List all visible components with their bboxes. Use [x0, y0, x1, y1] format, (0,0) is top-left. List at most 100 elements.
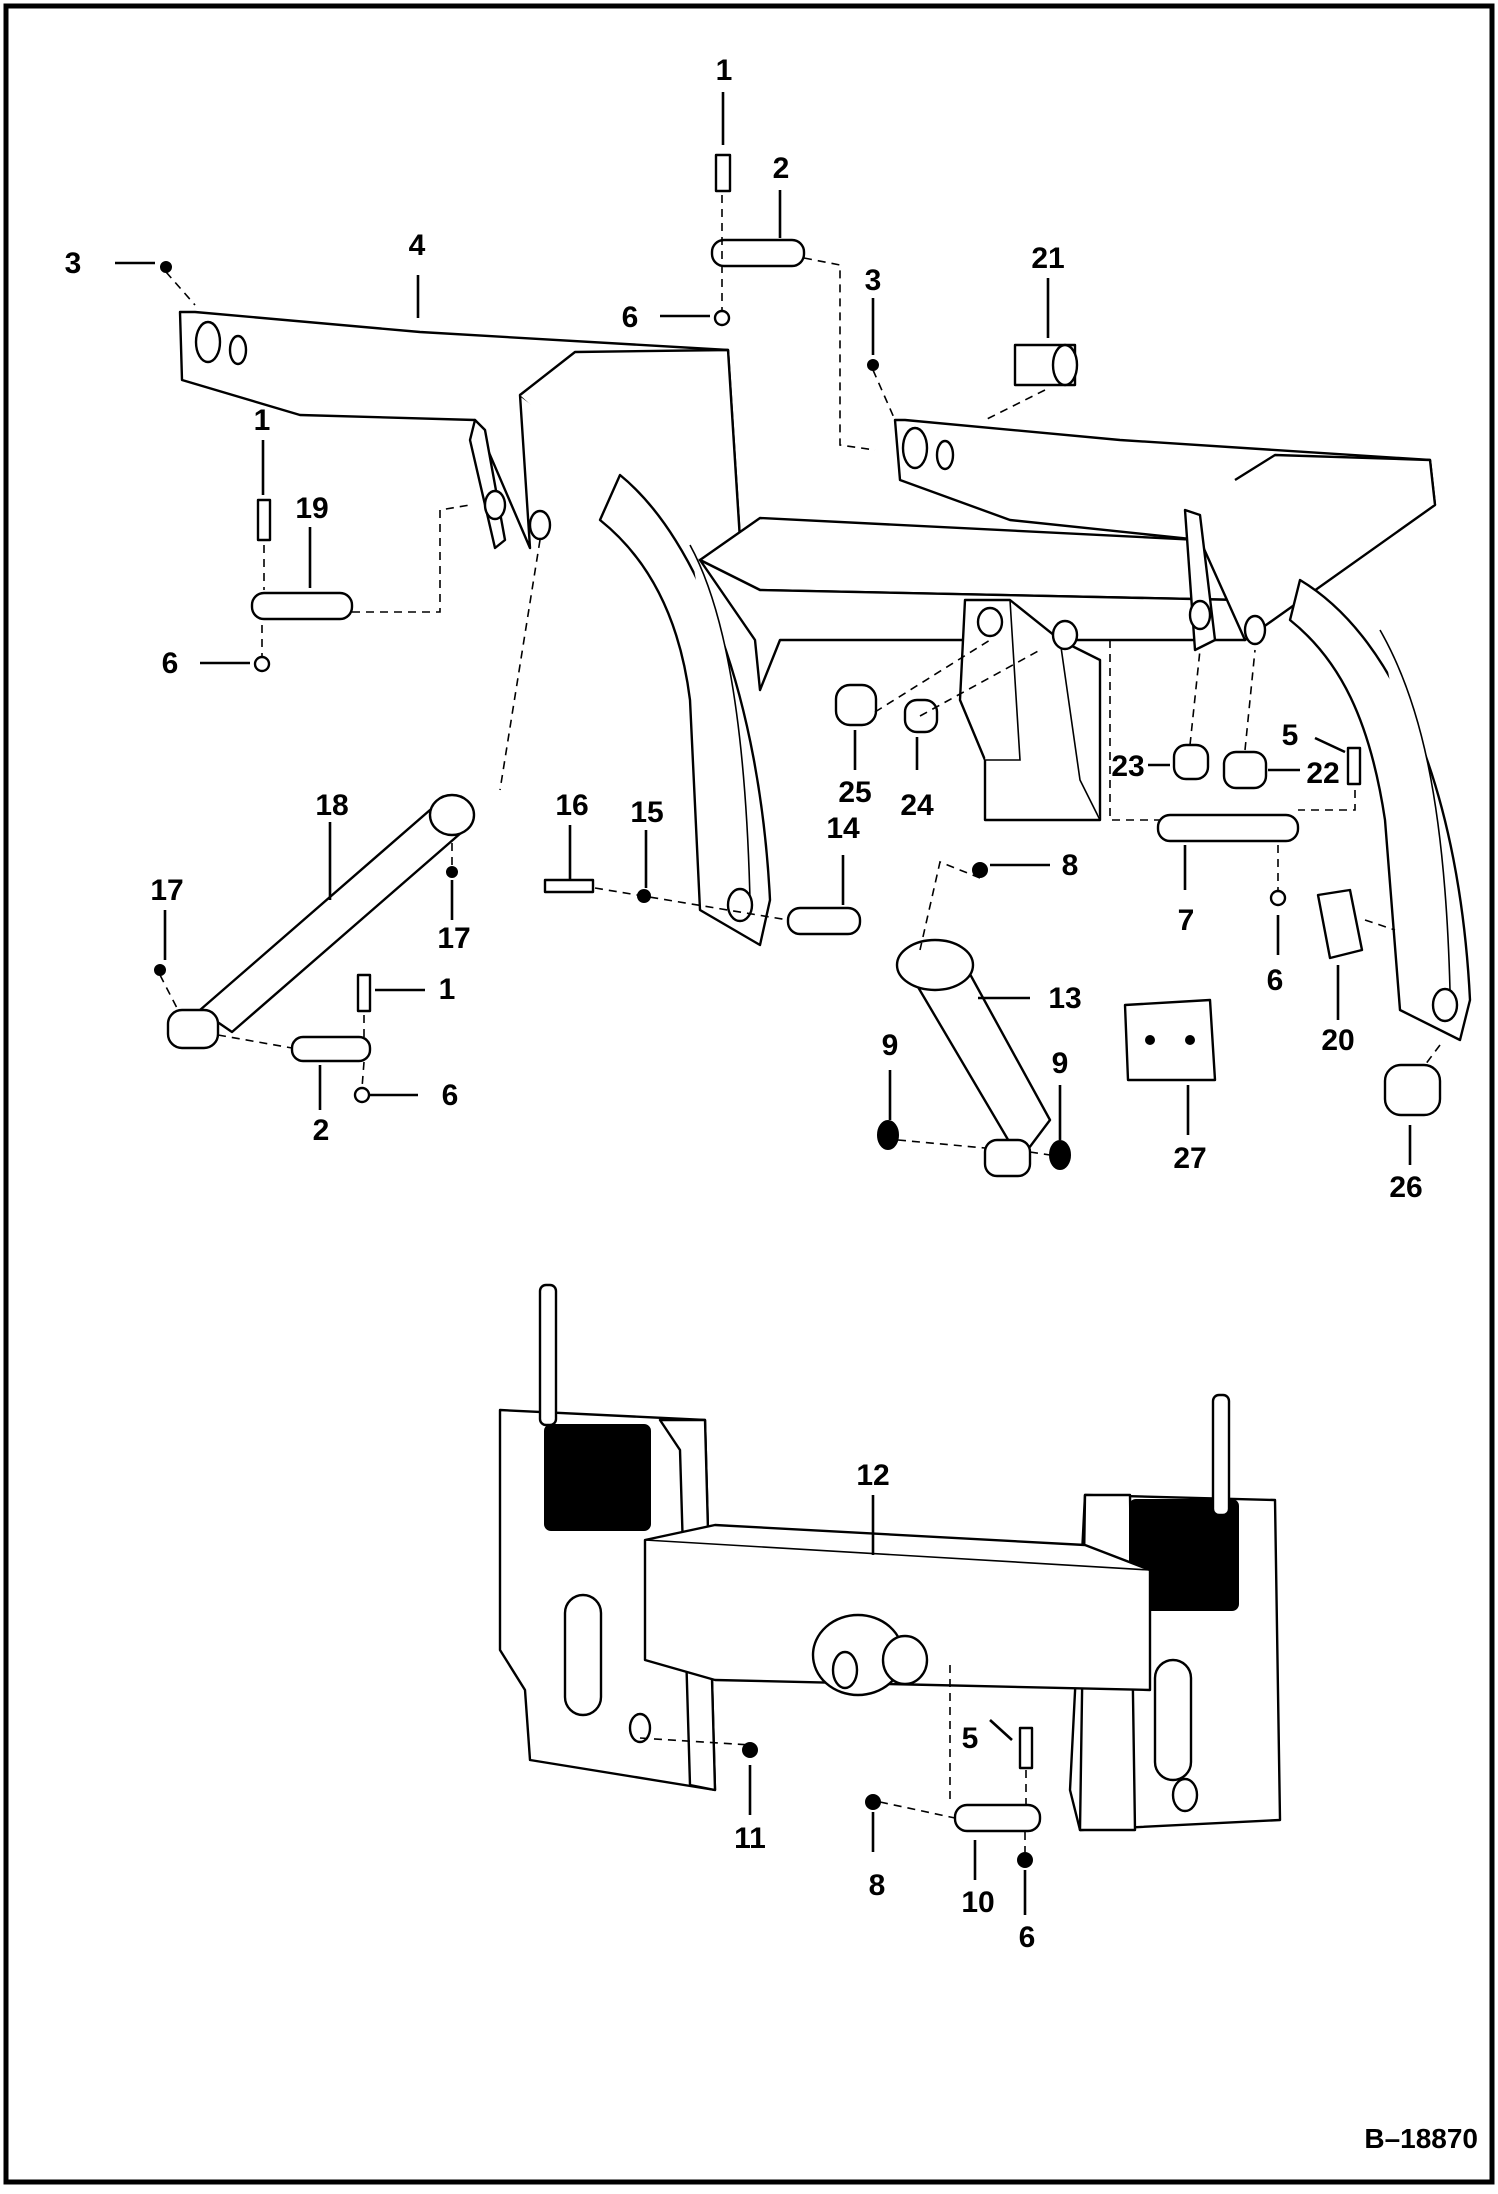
callout-3: 3 [865, 264, 882, 297]
callout-6: 6 [162, 647, 179, 680]
washer-6-top [713, 309, 731, 327]
callout-17: 17 [437, 922, 470, 955]
callout-20: 20 [1321, 1024, 1354, 1057]
pin-10 [953, 1803, 1042, 1833]
bolt-1-left [256, 498, 272, 542]
callout-1: 1 [439, 973, 456, 1006]
callout-22: 22 [1306, 757, 1339, 790]
washer-9-left [877, 1120, 899, 1150]
callout-10: 10 [961, 1886, 994, 1919]
callout-11: 11 [734, 1822, 766, 1855]
nut-11 [742, 1742, 758, 1758]
washer-6-bottom [353, 1086, 371, 1104]
cylinder-bottom-eye [166, 1008, 220, 1050]
bushing-23 [1172, 743, 1210, 781]
washer-6-left [253, 655, 271, 673]
callout-23: 23 [1111, 750, 1144, 783]
qt-center-hole [831, 1650, 859, 1690]
callout-2: 2 [313, 1114, 330, 1147]
left-arm-pivot-hole [194, 320, 222, 364]
right-leg-inner [1379, 629, 1451, 991]
qt-left-pad [544, 1424, 651, 1531]
bolt-1-top [714, 153, 732, 193]
leader-lines [115, 92, 1412, 1915]
quick-tach-assembly [498, 1283, 1282, 1868]
plate-27-hole-1 [1145, 1035, 1155, 1045]
qt-left-lever [538, 1283, 558, 1427]
bushing-26 [1383, 1063, 1442, 1117]
bolt-16 [543, 878, 595, 894]
callout-21: 21 [1031, 242, 1064, 275]
callout-6: 6 [622, 301, 639, 334]
qt-left-slot [563, 1593, 603, 1717]
right-arm-hole-3 [1188, 599, 1212, 631]
qt-right-slot [1153, 1658, 1193, 1782]
callout-15: 15 [630, 796, 663, 829]
callout-26: 26 [1389, 1171, 1422, 1204]
cylinder-13-top-eye [895, 938, 975, 992]
hardware-parts [160, 153, 1442, 1117]
nut-8-bottom [865, 1794, 881, 1810]
callout-6: 6 [442, 1079, 459, 1112]
left-arm-hole-3 [483, 489, 507, 521]
callout-2: 2 [773, 152, 790, 185]
pin-2-bottom [290, 1035, 372, 1063]
pin-14 [786, 906, 862, 936]
callout-1: 1 [254, 404, 271, 437]
callout-5: 5 [962, 1722, 979, 1755]
cylinder-13-bottom-eye [983, 1138, 1032, 1178]
plate-27-hole-2 [1185, 1035, 1195, 1045]
nut-3-left [160, 261, 172, 273]
assembly-lines-upper [159, 195, 1441, 1156]
left-arm-hole-2 [228, 334, 248, 366]
callout-14: 14 [826, 812, 860, 845]
left-leg-foot-hole [726, 887, 754, 923]
nut-3-right [867, 359, 879, 371]
callout-labels: 1 2 3 4 6 3 21 1 19 6 25 24 23 22 5 18 1… [65, 54, 1423, 1954]
callout-8: 8 [869, 1869, 886, 1902]
callout-4: 4 [409, 229, 426, 262]
center-bracket-hole-right [1051, 619, 1079, 651]
left-leg [598, 473, 772, 947]
fitting-17-bottom [154, 964, 166, 976]
left-arm-hole-4 [528, 509, 552, 541]
wear-pad-20 [1316, 888, 1364, 960]
callout-17: 17 [150, 874, 183, 907]
callout-19: 19 [295, 492, 328, 525]
qt-left-bottom-hole [628, 1712, 652, 1744]
callout-25: 25 [838, 776, 871, 809]
callout-6: 6 [1267, 964, 1284, 997]
plate-27 [1123, 998, 1217, 1082]
mounting-frame-assembly [178, 310, 1472, 1042]
callout-12: 12 [856, 1459, 889, 1492]
right-arm-hole-2 [935, 439, 955, 471]
callout-9: 9 [1052, 1047, 1069, 1080]
pin-7 [1156, 813, 1300, 843]
callout-24: 24 [900, 789, 934, 822]
callout-7: 7 [1178, 904, 1195, 937]
qt-crossbar-edge [644, 1539, 1151, 1571]
right-arm-plate [1234, 453, 1437, 506]
center-bracket-edge [985, 599, 1101, 821]
callout-8: 8 [1062, 849, 1079, 882]
right-arm-pivot-hole [901, 426, 929, 470]
callout-27: 27 [1173, 1142, 1206, 1175]
bushing-25 [834, 683, 878, 727]
bushing-22 [1222, 750, 1268, 790]
qt-right-pad [1129, 1499, 1239, 1611]
right-leg-foot-hole [1431, 987, 1459, 1023]
callout-3: 3 [65, 247, 82, 280]
washer-6-lower [1017, 1852, 1033, 1868]
figure-id: B–18870 [1364, 2123, 1478, 2154]
callout-1: 1 [716, 54, 733, 87]
cylinder-13-body [903, 963, 1052, 1162]
callout-5: 5 [1282, 719, 1299, 752]
callout-13: 13 [1048, 982, 1081, 1015]
right-leg [1288, 578, 1472, 1042]
callout-6: 6 [1019, 1921, 1036, 1954]
qt-crossbar [643, 1523, 1152, 1692]
washer-6-right [1269, 889, 1287, 907]
callout-16: 16 [555, 789, 588, 822]
pin-2-top [710, 238, 806, 268]
